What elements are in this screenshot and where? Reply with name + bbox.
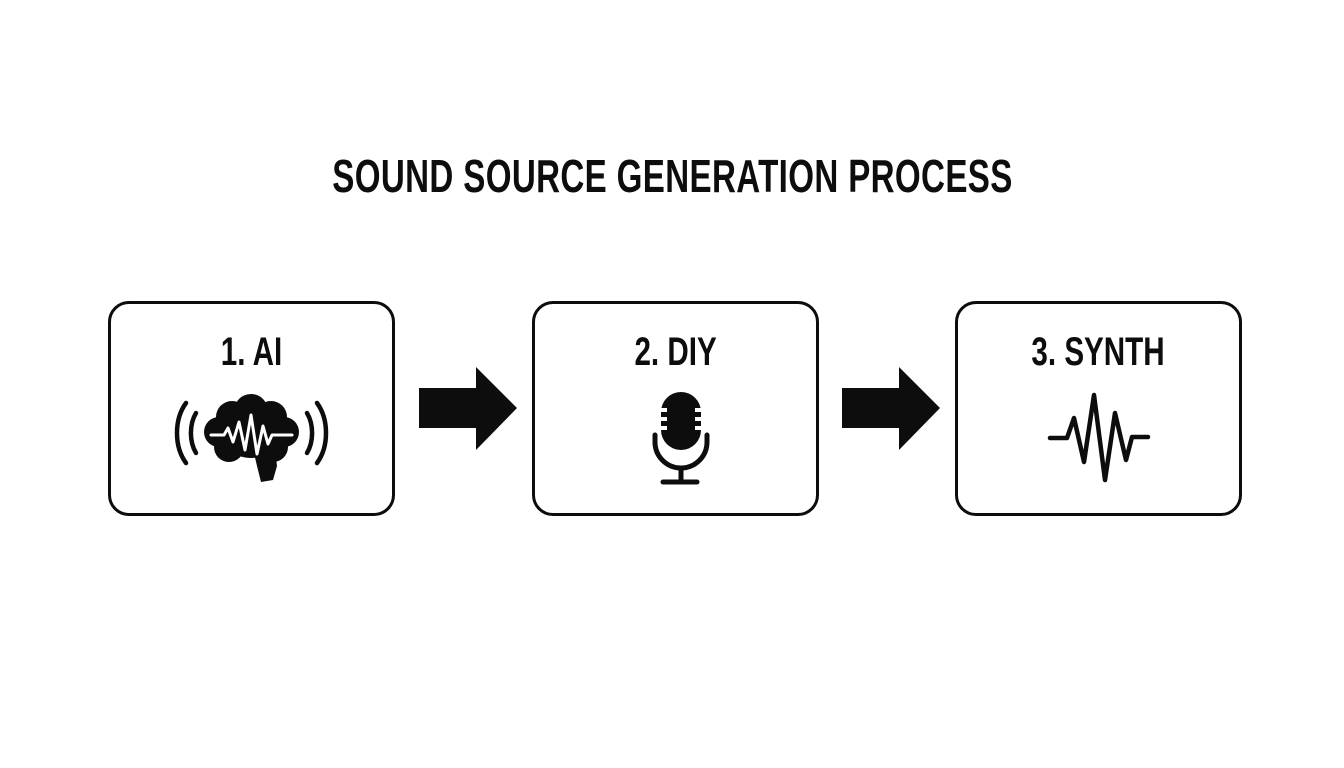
step-label-ai: 1. AI: [220, 330, 283, 374]
step-label-synth: 3. SYNTH: [1031, 330, 1166, 374]
step-label-container: 1. AI: [111, 332, 392, 372]
arrow-right-icon: [419, 367, 517, 450]
waveform-icon: [1047, 392, 1151, 483]
step-label-container: 2. DIY: [535, 332, 816, 372]
microphone-icon: [652, 392, 710, 485]
step-box-synth: 3. SYNTH: [955, 301, 1242, 516]
diagram-title-text: SOUND SOURCE GENERATION PROCESS: [331, 150, 1013, 202]
step-box-diy: 2. DIY: [532, 301, 819, 516]
brain-soundwave-icon: [174, 394, 329, 482]
diagram-title: SOUND SOURCE GENERATION PROCESS: [0, 150, 1344, 202]
step-label-diy: 2. DIY: [634, 330, 717, 374]
step-label-container: 3. SYNTH: [958, 332, 1239, 372]
arrow-right-icon: [842, 367, 940, 450]
step-box-ai: 1. AI: [108, 301, 395, 516]
